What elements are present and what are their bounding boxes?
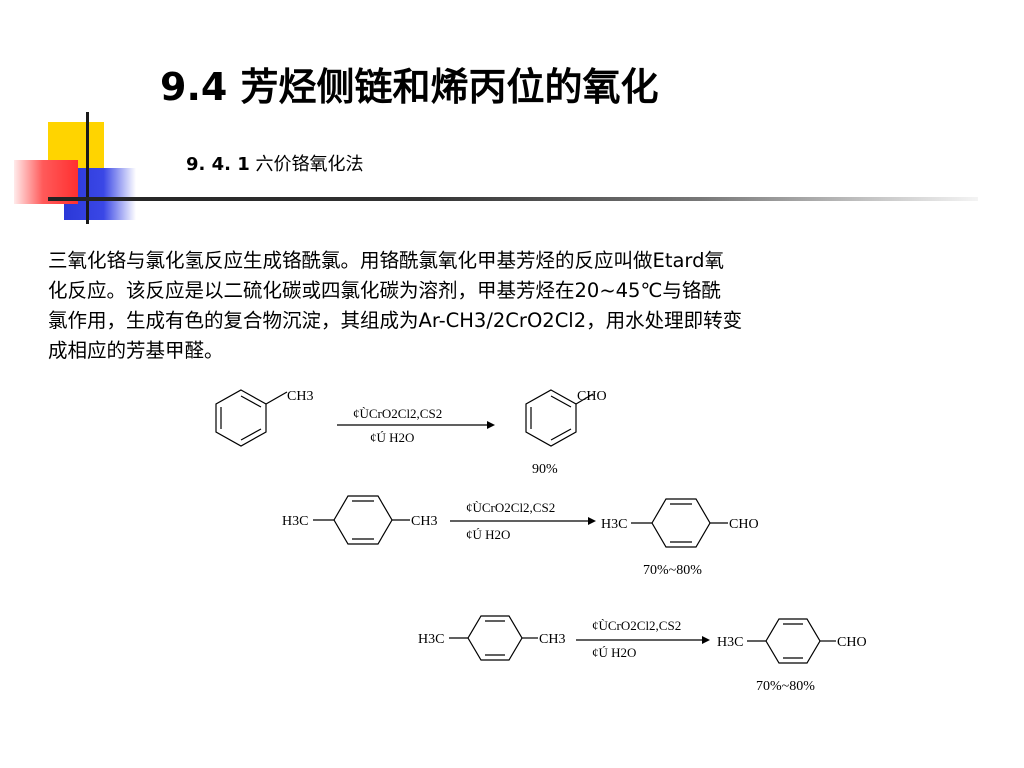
arrow-head (487, 421, 495, 429)
product-benzene-ring (765, 618, 821, 664)
reactant-benzene-ring (215, 389, 288, 447)
reaction-scheme-1: CH3 ¢ÙCrO2Cl2,CS2 ¢Ú H2O CHO 90% (215, 389, 607, 477)
deco-vertical-line (86, 112, 89, 224)
reagent-bottom: ¢Ú H2O (592, 645, 636, 660)
deco-horizontal-rule (48, 197, 978, 201)
yield-label: 90% (532, 462, 558, 477)
body-line: 氯作用，生成有色的复合物沉淀，其组成为Ar-CH3/2CrO2Cl2，用水处理即… (48, 309, 743, 332)
reagent-top: ¢ÙCrO2Cl2,CS2 (466, 500, 555, 515)
reaction-scheme-3: H3C CH3 ¢ÙCrO2Cl2,CS2 ¢Ú H2O H3C CHO 70%… (418, 615, 867, 694)
reagent-top: ¢ÙCrO2Cl2,CS2 (353, 406, 442, 421)
substituent-label: CH3 (287, 389, 313, 404)
reaction-scheme-2: H3C CH3 ¢ÙCrO2Cl2,CS2 ¢Ú H2O H3C CHO 70%… (282, 495, 759, 578)
section-text: 六价铬氧化法 (255, 154, 364, 175)
product-benzene-ring (651, 498, 711, 548)
substituent-label: H3C (418, 632, 444, 647)
body-line: 成相应的芳基甲醛。 (48, 339, 224, 362)
substituent-label: CH3 (411, 514, 437, 529)
substituent-label: H3C (282, 514, 308, 529)
deco-red-square (14, 160, 78, 204)
section-heading: 9. 4. 1 六价铬氧化法 (186, 150, 364, 176)
substituent-label: CH3 (539, 632, 565, 647)
substituent-label: CHO (577, 389, 607, 404)
arrow-head (702, 636, 710, 644)
arrow-head (588, 517, 596, 525)
substituent-label: CHO (729, 517, 759, 532)
reagent-bottom: ¢Ú H2O (466, 527, 510, 542)
product-benzene-ring (525, 389, 594, 447)
reagent-bottom: ¢Ú H2O (370, 430, 414, 445)
yield-label: 70%~80% (756, 679, 815, 694)
substituent-label: H3C (601, 517, 627, 532)
reactant-benzene-ring (467, 615, 523, 661)
body-line: 化反应。该反应是以二硫化碳或四氯化碳为溶剂，甲基芳烃在20~45℃与铬酰 (48, 279, 721, 302)
body-paragraph: 三氧化铬与氯化氢反应生成铬酰氯。用铬酰氯氧化甲基芳烃的反应叫做Etard氧 化反… (48, 246, 948, 366)
reactant-benzene-ring (333, 495, 393, 545)
reagent-top: ¢ÙCrO2Cl2,CS2 (592, 618, 681, 633)
section-number: 9. 4. 1 (186, 154, 250, 175)
substituent-label: CHO (837, 635, 867, 650)
page-title: 9.4 芳烃侧链和烯丙位的氧化 (160, 65, 659, 109)
body-line: 三氧化铬与氯化氢反应生成铬酰氯。用铬酰氯氧化甲基芳烃的反应叫做Etard氧 (48, 249, 724, 272)
substituent-label: H3C (717, 635, 743, 650)
yield-label: 70%~80% (643, 563, 702, 578)
